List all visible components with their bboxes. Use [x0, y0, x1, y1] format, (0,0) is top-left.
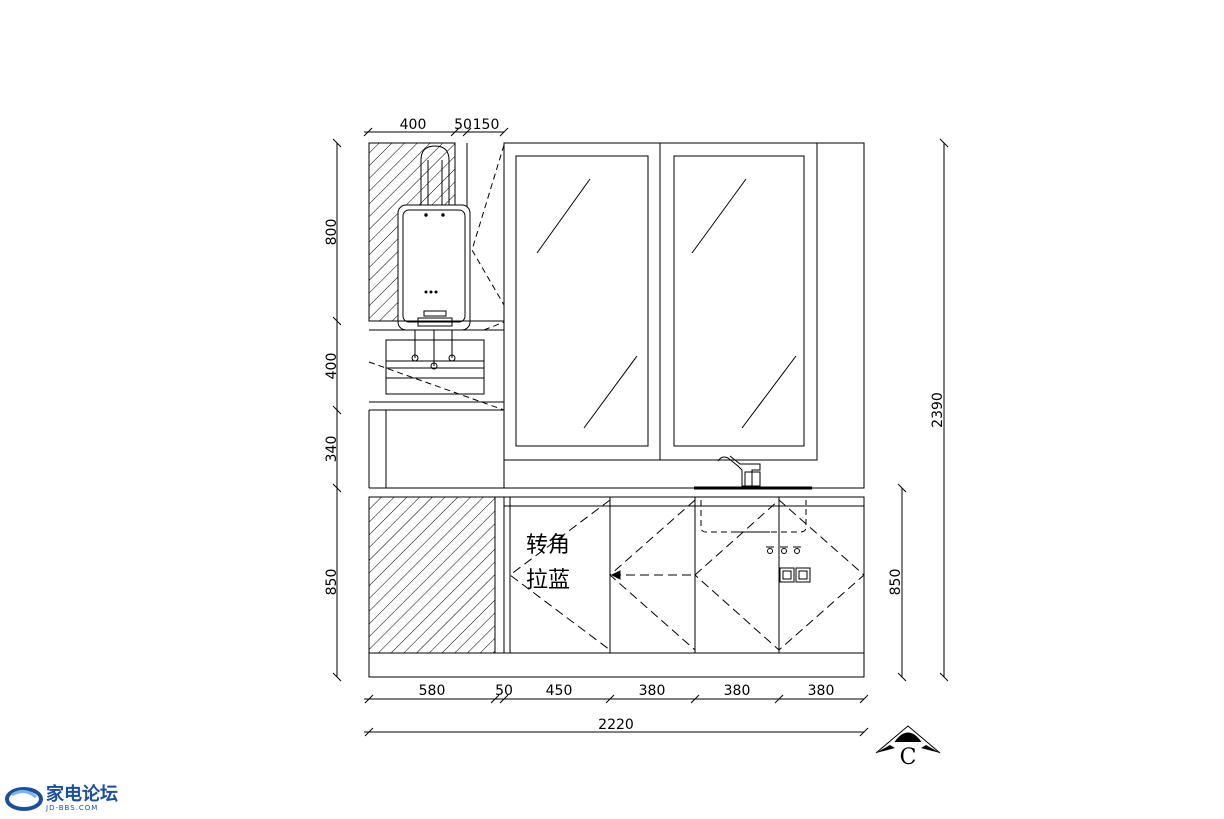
- dim-bottom-3: 450: [546, 683, 573, 699]
- sockets-icon: [779, 567, 811, 583]
- valves-icon: [766, 546, 801, 554]
- window: [503, 142, 865, 489]
- dim-left-3: 340: [324, 436, 340, 463]
- dim-right-lower: 850: [888, 569, 904, 596]
- dim-bottom-4: 380: [639, 683, 666, 699]
- corner-basket-label-line2: 拉蓝: [526, 568, 570, 593]
- view-marker: C: [875, 725, 941, 770]
- dim-top-1: 400: [400, 117, 427, 133]
- sink-outline: [700, 500, 807, 533]
- window-pane-left: [515, 155, 649, 447]
- upper-left-section: [368, 142, 505, 460]
- lower-cabinets: [368, 496, 865, 678]
- logo-swirl-icon: [5, 787, 43, 811]
- dim-bottom-5: 380: [724, 683, 751, 699]
- logo-subtext: JD-BBS.COM: [46, 804, 99, 812]
- heater-pipes-icon: [411, 330, 456, 370]
- dim-left-1: 800: [324, 219, 340, 246]
- door-swing-lines: [509, 499, 865, 651]
- dim-overall: 2220: [598, 717, 634, 733]
- upper-dashed-diagonal: [471, 144, 505, 306]
- dim-right-total: 2390: [930, 392, 946, 428]
- dim-left-4: 850: [324, 569, 340, 596]
- view-marker-letter: C: [900, 745, 917, 770]
- lower-hatched-wall: [368, 496, 496, 654]
- arrow-icon: [610, 570, 621, 580]
- corner-basket-label-line1: 转角: [526, 533, 570, 558]
- faucet-icon: [717, 455, 761, 487]
- dim-top-2: 50: [454, 117, 472, 133]
- range-hood: [385, 339, 485, 395]
- water-heater-icon: [397, 145, 471, 331]
- dim-left-2: 400: [324, 353, 340, 380]
- window-pane-right: [673, 155, 805, 447]
- site-logo: 家电论坛 JD-BBS.COM: [4, 784, 118, 814]
- dim-bottom-2: 50: [495, 683, 513, 699]
- logo-text: 家电论坛: [46, 784, 118, 805]
- dim-bottom-1: 580: [419, 683, 446, 699]
- range-hood-section: [368, 321, 505, 488]
- dimension-lines: [332, 127, 949, 737]
- dim-bottom-6: 380: [808, 683, 835, 699]
- dim-top-3: 150: [473, 117, 500, 133]
